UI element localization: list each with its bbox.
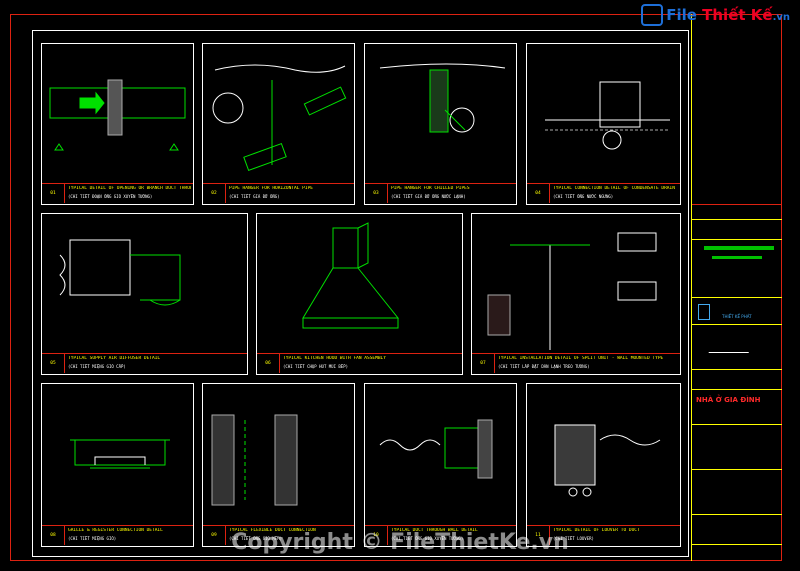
logo-suffix: .vn xyxy=(772,12,790,23)
detail-number: 01 xyxy=(42,184,65,203)
detail-subtitle: (CHI TIẾT LOUVER) xyxy=(553,536,594,541)
detail-title: TYPICAL SUPPLY AIR DIFFUSER DETAIL xyxy=(68,356,161,361)
detail-subtitle: (CHI TIẾT MIỆNG GIÓ) xyxy=(68,536,117,541)
detail-number: 09 xyxy=(203,526,226,545)
signature xyxy=(708,334,756,353)
drawing-border xyxy=(10,14,782,561)
detail-subtitle: (CHI TIẾT CHỤP HÚT MÙI BẾP) xyxy=(283,364,349,369)
detail-area xyxy=(32,30,689,557)
detail-subtitle: (CHI TIẾT ĐOẠN ỐNG GIÓ XUYÊN TƯỜNG) xyxy=(68,194,153,199)
logo-highlight: Thiết Kế xyxy=(702,6,773,24)
detail-subtitle: (CHI TIẾT ỐNG GIÓ XUYÊN TƯỜNG) xyxy=(391,536,464,541)
copyright-watermark: Copyright © FileThietKe.vn xyxy=(231,530,569,555)
detail-number: 06 xyxy=(257,354,280,373)
detail-title: TYPICAL CONNECTION DETAIL OF CONDENSATE … xyxy=(553,186,678,191)
detail-number: 05 xyxy=(42,354,65,373)
detail-number: 03 xyxy=(365,184,388,203)
detail-number: 08 xyxy=(42,526,65,545)
detail-title: TYPICAL FLEXIBLE DUCT CONNECTION xyxy=(229,528,316,533)
site-logo: File Thiết Kế.vn xyxy=(641,4,790,26)
detail-number: 04 xyxy=(527,184,550,203)
green-label-1 xyxy=(704,246,774,250)
detail-title: TYPICAL DETAIL OF OPENING OR BRANCH DUCT… xyxy=(68,186,191,191)
detail-number: 02 xyxy=(203,184,226,203)
company-logo xyxy=(698,304,710,320)
detail-title: TYPICAL DUCT THROUGH WALL DETAIL xyxy=(391,528,478,533)
logo-mark-icon xyxy=(641,4,664,26)
detail-title: TYPICAL DETAIL OF LOUVER TO DUCT xyxy=(553,528,640,533)
title-block: NHÀ Ở GIA ĐÌNH THIẾT KẾ PHÁT xyxy=(691,14,782,561)
detail-title: PIPE HANGER FOR HORIZONTAL PIPE xyxy=(229,186,313,191)
detail-title: PIPE HANGER FOR CHILLED PIPES xyxy=(391,186,470,191)
logo-prefix: File xyxy=(666,6,697,24)
detail-title: TYPICAL KITCHEN HOOD WITH FAN ASSEMBLY xyxy=(283,356,386,361)
detail-number: 07 xyxy=(472,354,495,373)
detail-subtitle: (CHI TIẾT LẮP ĐẶT DÀN LẠNH TREO TƯỜNG) xyxy=(498,364,590,369)
detail-number: 11 xyxy=(527,526,550,545)
detail-subtitle: (CHI TIẾT MIỆNG GIÓ CẤP) xyxy=(68,364,126,369)
green-label-2 xyxy=(712,256,762,259)
detail-subtitle: (CHI TIẾT ỐNG GIÓ MỀM) xyxy=(229,536,282,541)
detail-subtitle: (CHI TIẾT GIÁ ĐỠ ỐNG NƯỚC LẠNH) xyxy=(391,194,466,199)
detail-number: 10 xyxy=(365,526,388,545)
detail-title: TYPICAL INSTALLATION DETAIL OF SPLIT UNI… xyxy=(498,356,664,361)
detail-subtitle: (CHI TIẾT GIÁ ĐỠ ỐNG) xyxy=(229,194,280,199)
detail-subtitle: (CHI TIẾT ỐNG NƯỚC NGƯNG) xyxy=(553,194,614,199)
detail-title: GRILLE & REGISTER CONNECTION DETAIL xyxy=(68,528,163,533)
project-name: NHÀ Ở GIA ĐÌNH xyxy=(696,396,761,404)
company-name: THIẾT KẾ PHÁT xyxy=(722,314,752,319)
